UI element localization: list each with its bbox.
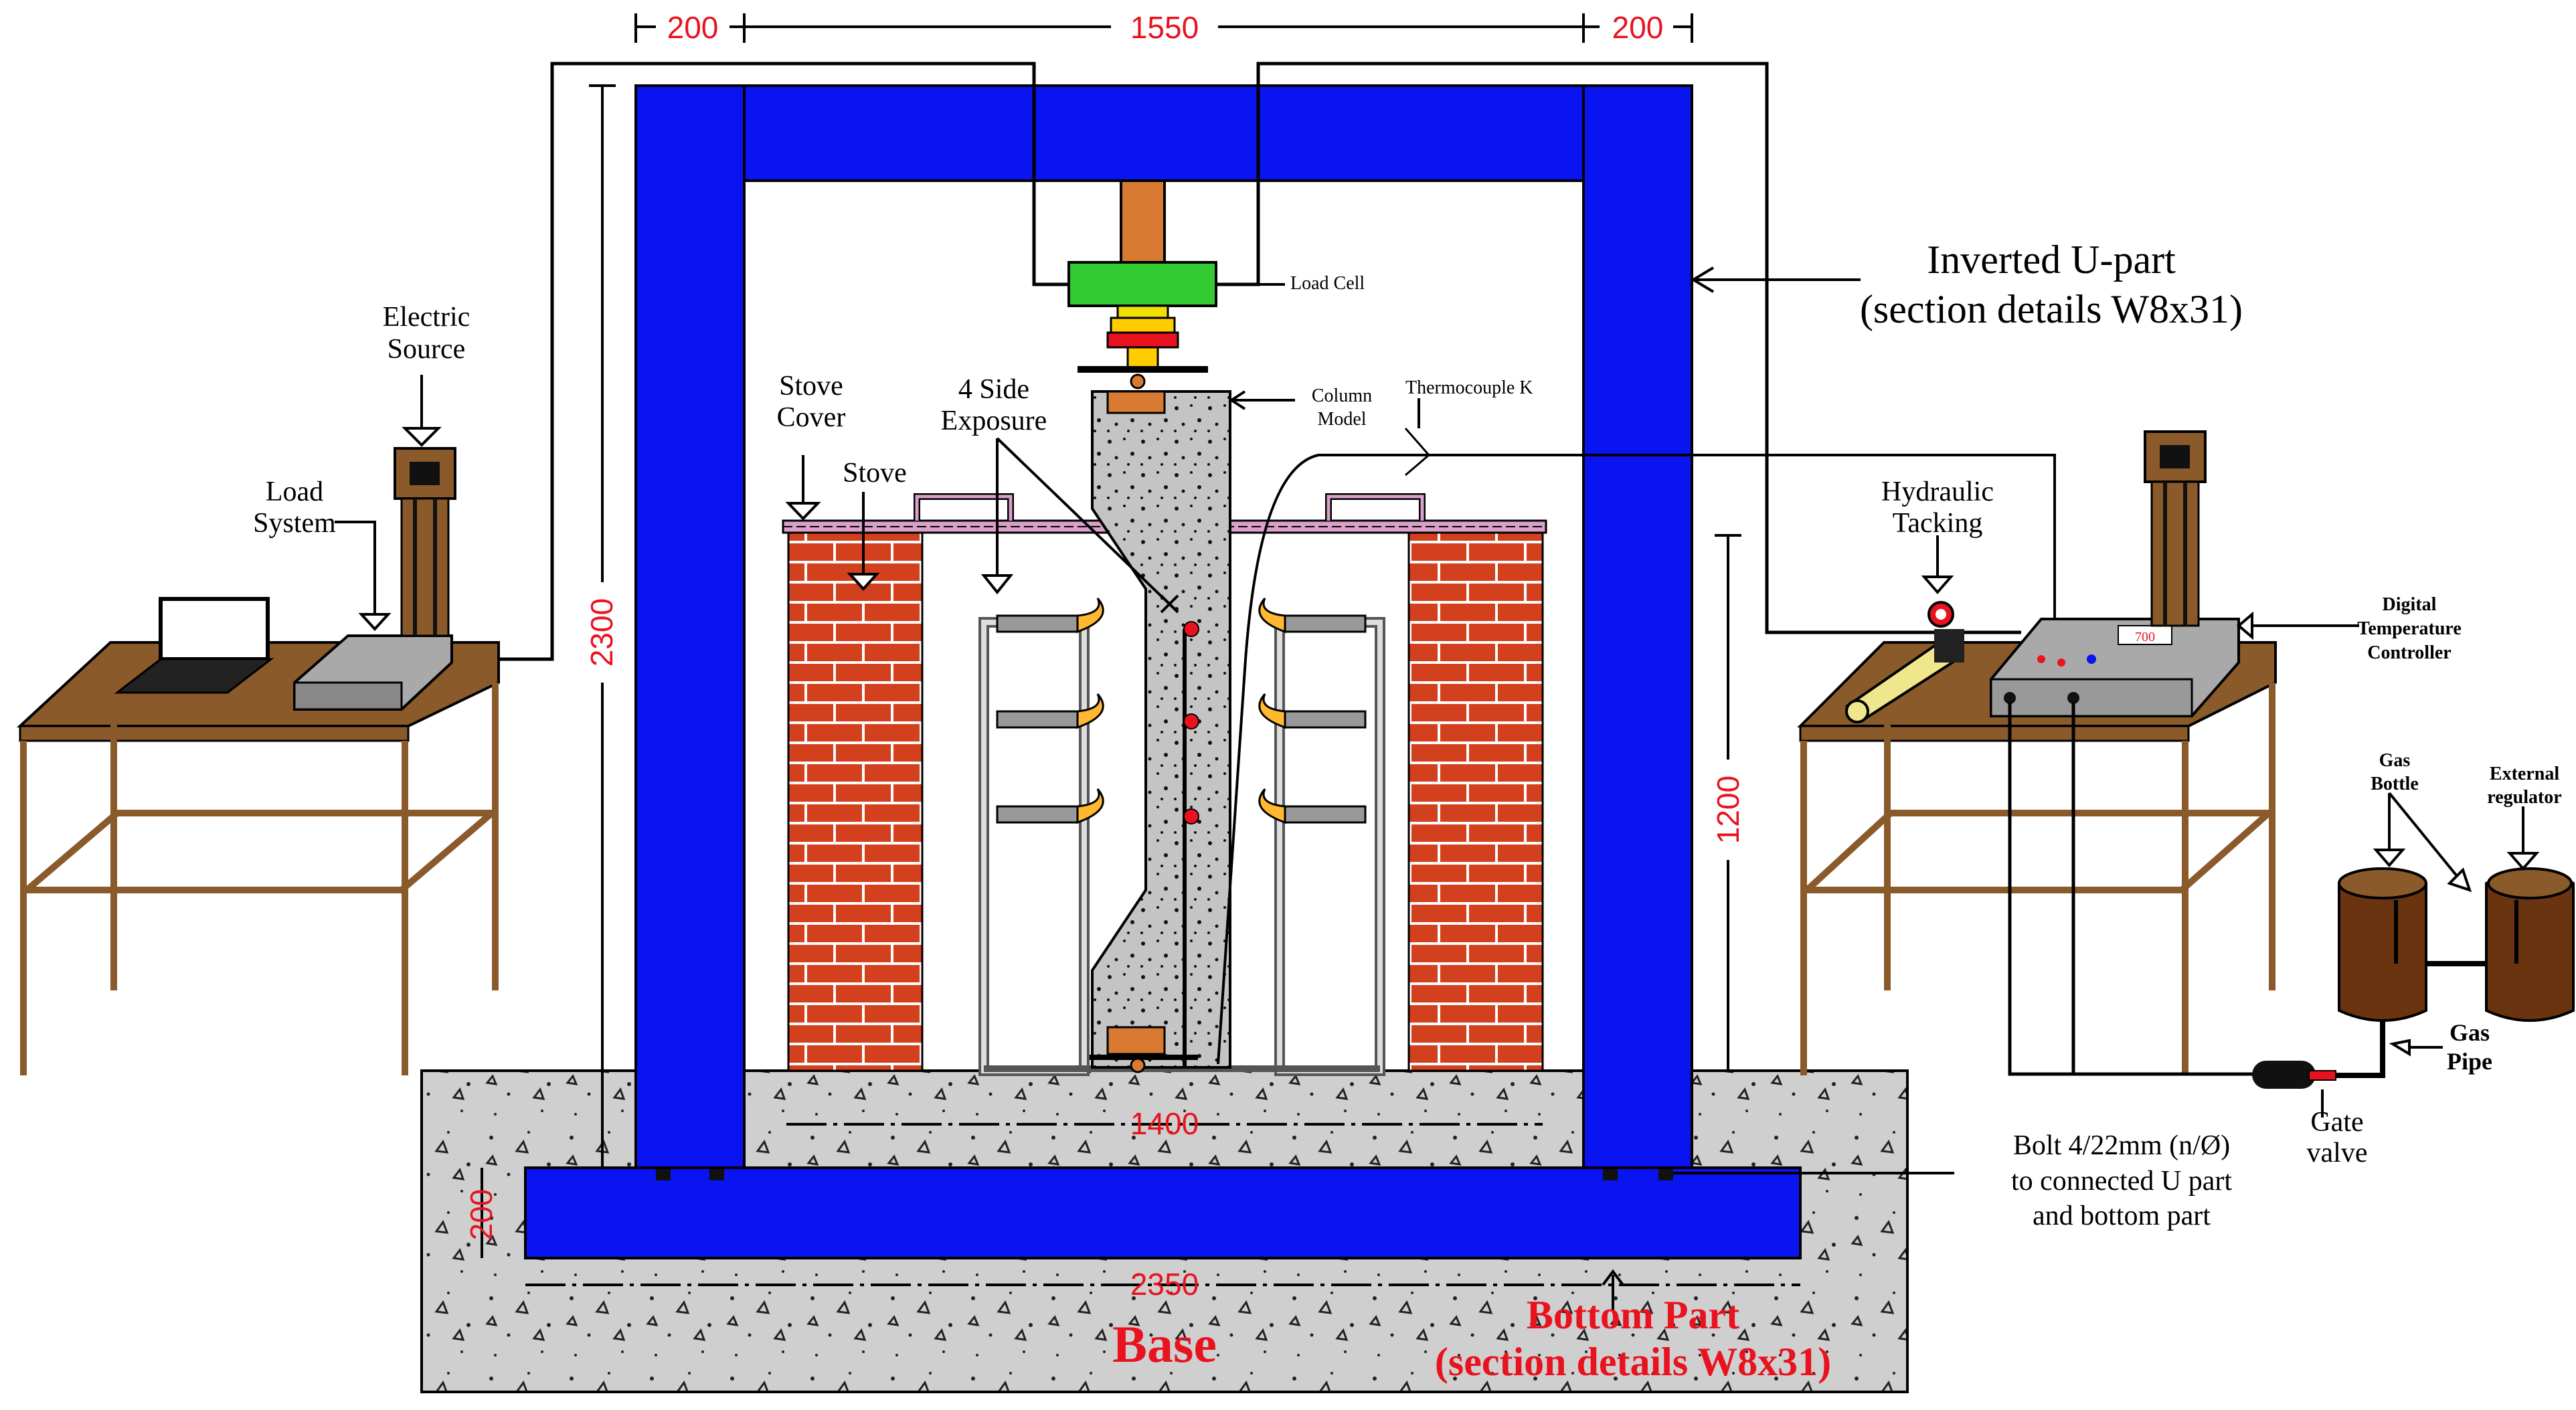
hydraulic-label-2: Tacking [1893,508,1983,539]
thermocouple-point [1183,621,1199,637]
load-cell-label: Load Cell [1290,273,1365,294]
external-regulator-label-1: External [2490,764,2559,784]
brick-wall-left [787,527,924,1072]
digital-controller-label-3: Controller [2367,642,2451,663]
dim-base-height: 200 [464,1189,499,1241]
four-side-label-1: 4 Side [958,374,1029,405]
right-power-post [2144,430,2207,627]
left-table [16,641,500,1075]
brick-wall-right [1407,527,1544,1072]
stove-cover-label-1: Stove [779,371,843,402]
stove-label: Stove [843,458,907,489]
gas-bottle-label-1: Gas [2379,750,2411,771]
load-system-label-2: System [253,508,336,539]
bolt-label-3: and bottom part [2033,1201,2211,1231]
electric-source [394,447,456,637]
external-regulator-label-2: regulator [2487,787,2561,808]
gas-bottle [2338,867,2427,1022]
bottom-part-label-1: Bottom Part [1527,1293,1739,1337]
gate-valve-label-1: Gate [2310,1107,2363,1138]
stove-frame-left [978,617,1090,1076]
bolt-label-2: to connected U part [2011,1166,2232,1197]
laptop [114,597,274,694]
digital-controller-label-2: Temperature [2357,618,2462,639]
load-plate [1106,331,1179,349]
load-cell-wire-left [448,62,1069,661]
cover-handle-right [1325,493,1426,521]
load-cell [1067,261,1217,307]
burners-right [1258,598,1367,824]
dim-top-left: 200 [667,10,719,45]
gas-pipe-label-1: Gas [2450,1019,2490,1046]
controller-wire [2008,703,2255,1076]
u-frame-left-column [634,84,746,1169]
gate-valve-label-2: valve [2307,1138,2368,1168]
external-regulator [2485,867,2575,1022]
bolt [656,1166,671,1180]
actuator-rod [1120,179,1166,264]
column-model-label-2: Model [1317,409,1366,430]
column-model [1091,390,1231,1069]
gate-valve [2252,1061,2336,1089]
hydraulic-jack [1844,601,1964,723]
load-system-box [293,634,453,711]
leader-lines [335,266,2540,1312]
u-frame-right-column [1582,84,1693,1169]
bottom-part-beam [524,1166,1802,1259]
load-plate [1110,317,1176,334]
controller-display-value: 700 [2135,630,2155,644]
load-plate [1116,304,1169,319]
gas-pipe-label-2: Pipe [2447,1048,2492,1075]
hydraulic-label-1: Hydraulic [1881,476,1994,507]
stove-frame-right [1274,617,1385,1076]
inverted-u-label-1: Inverted U-part [1927,238,2176,282]
thermocouple-wire [1217,454,2056,1065]
thermocouple-label: Thermocouple K [1405,377,1533,398]
electric-source-label-1: Electric [383,302,470,333]
bolt [1658,1166,1673,1180]
digital-controller-label-1: Digital [2383,594,2437,615]
burners-left [996,598,1104,824]
u-frame-top-beam [634,84,1693,182]
thermocouple-point [1183,713,1199,729]
column-model-label-1: Column [1312,385,1372,406]
dim-height-right: 1200 [1711,776,1745,844]
dim-top-right: 200 [1612,10,1664,45]
bottom-part-label-2: (section details W8x31) [1435,1340,1831,1384]
dim-top-middle: 1550 [1130,10,1199,45]
bolt [1603,1166,1618,1180]
bolt [709,1166,724,1180]
dim-height-frame: 2300 [584,598,619,667]
thermocouple-point [1183,808,1199,824]
four-side-label-2: Exposure [941,406,1047,436]
inverted-u-label-2: (section details W8x31) [1860,287,2243,331]
bolt-label-1: Bolt 4/22mm (n/Ø) [2013,1130,2230,1161]
electric-source-label-2: Source [388,334,466,365]
gas-bottle-label-2: Bottle [2371,774,2419,794]
base-label: Base [1112,1315,1217,1373]
load-plate [1126,346,1159,369]
column-bottom-plate [1106,1026,1166,1055]
column-top-plate [1106,390,1166,414]
stove-cover-label-2: Cover [777,402,846,433]
load-system-label-1: Load [266,476,323,507]
dim-base-width: 2350 [1130,1267,1199,1302]
temperature-controller: 700 [1990,618,2240,717]
dim-inner-width: 1400 [1130,1106,1199,1141]
